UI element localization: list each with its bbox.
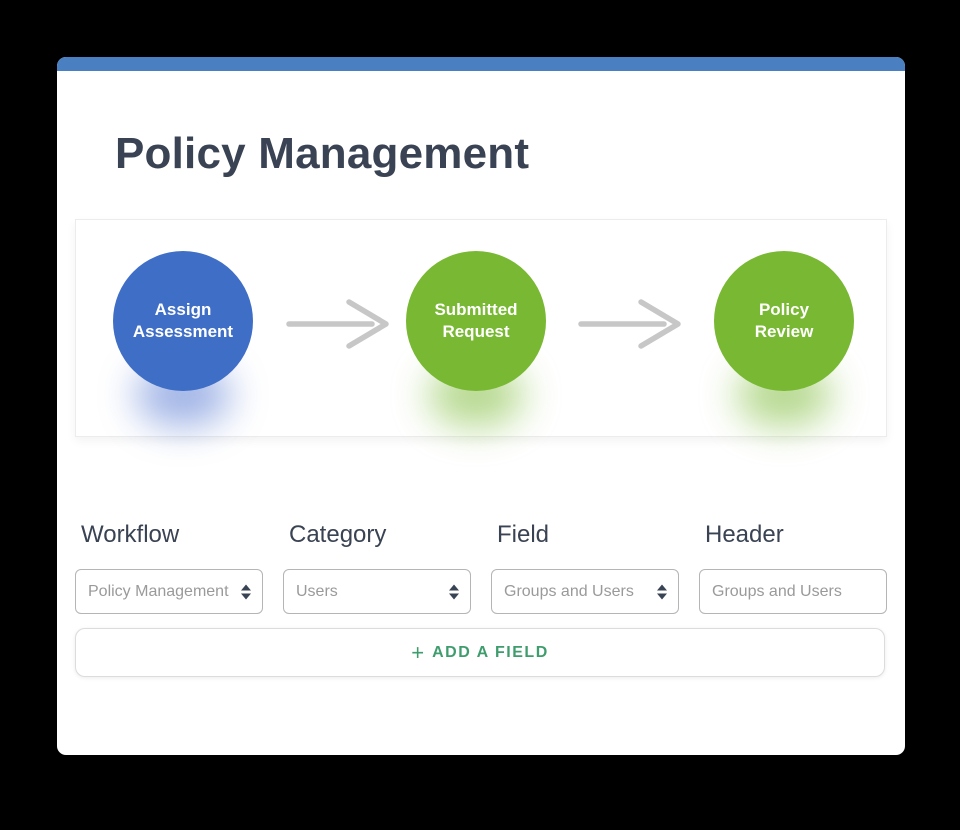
field-select-value: Groups and Users [504,582,634,600]
app-card: Policy Management Assign Assessment Subm… [57,57,905,755]
field-group-category: Category Users [283,521,471,614]
add-field-button[interactable]: + ADD A FIELD [75,628,885,677]
field-select[interactable]: Groups and Users [491,569,679,614]
page-title: Policy Management [115,129,530,178]
category-select-value: Users [296,582,338,600]
workflow-select[interactable]: Policy Management [75,569,263,614]
field-label-field: Field [497,521,550,548]
field-label-workflow: Workflow [81,521,180,548]
node-label-line: Assessment [132,322,234,341]
node-circle-submitted-request[interactable]: Submitted Request [406,251,546,391]
workflow-node-policy-review: Policy Review [714,251,854,427]
flow-arrow-icon [286,299,389,349]
flow-arrow-icon [578,299,681,349]
header-input[interactable] [699,569,887,614]
topbar-accent [57,57,905,71]
select-spinner-icon [241,584,251,599]
node-label-line: Submitted [434,299,518,319]
node-circle-assign-assessment[interactable]: Assign Assessment [113,251,253,391]
field-group-workflow: Workflow Policy Management [75,521,263,614]
workflow-node-submitted-request: Submitted Request [406,251,546,427]
workflow-diagram-panel: Assign Assessment Submitted Request Poli… [75,219,887,437]
plus-icon: + [411,639,425,665]
field-configuration-row: Workflow Policy Management Category User… [75,521,887,614]
node-label-line: Request [442,322,510,341]
workflow-node-assign-assessment: Assign Assessment [113,251,253,427]
field-label-category: Category [289,521,387,548]
field-group-field: Field Groups and Users [491,521,679,614]
add-field-label: ADD A FIELD [432,643,549,661]
node-label-line: Policy [758,299,810,319]
field-group-header: Header [699,521,887,614]
category-select[interactable]: Users [283,569,471,614]
select-spinner-icon [449,584,459,599]
node-label-line: Review [754,322,814,341]
field-label-header: Header [705,521,784,548]
node-label-line: Assign [154,299,212,319]
node-circle-policy-review[interactable]: Policy Review [714,251,854,391]
workflow-select-value: Policy Management [88,582,229,600]
select-spinner-icon [657,584,667,599]
